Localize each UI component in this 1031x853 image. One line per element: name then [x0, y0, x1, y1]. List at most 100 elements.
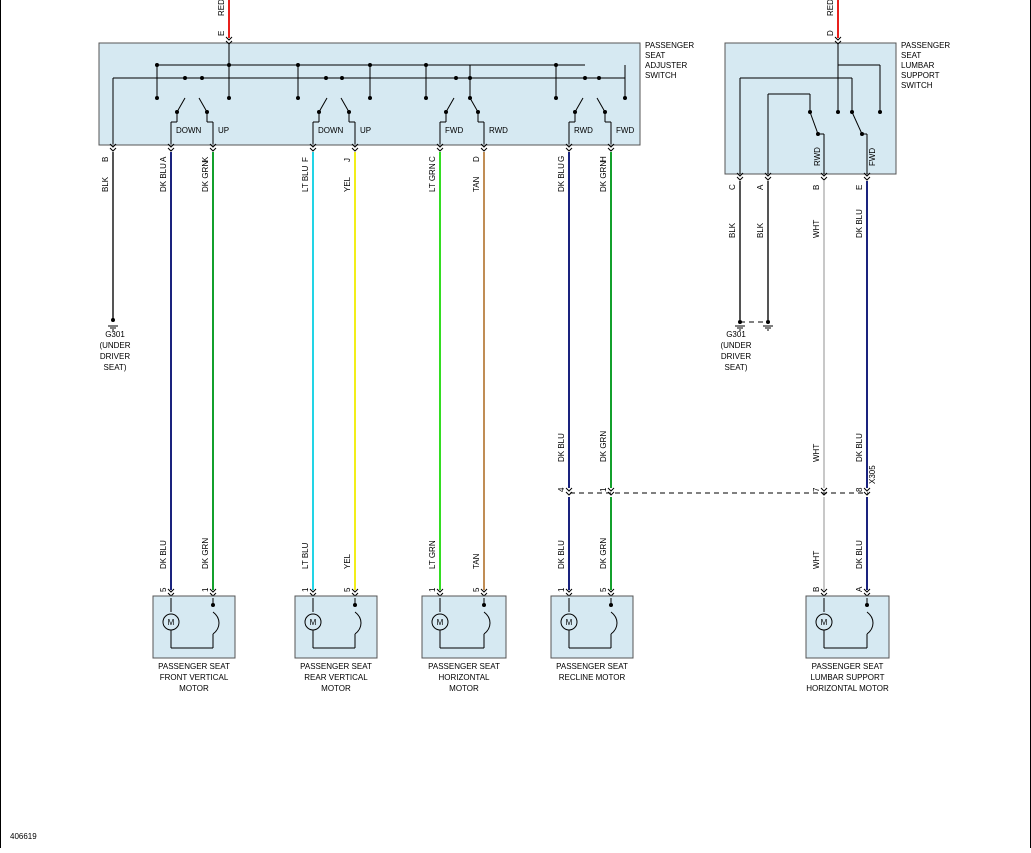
motor-3-breaker	[610, 611, 618, 635]
main-wire-color-label-6: TAN	[472, 176, 481, 192]
motor-1-color-1: YEL	[343, 553, 352, 569]
lumbar-pin-label-3: E	[855, 185, 864, 190]
sw3-contact-l	[554, 96, 558, 100]
sw0-contact-r	[227, 96, 231, 100]
top-wire-main-label: RED	[217, 0, 226, 16]
motor-1-pin-a-chev-a	[309, 588, 317, 593]
motor-1-pin-label-1: 5	[343, 587, 352, 592]
motor-2-pin-b-chev-a	[480, 588, 488, 593]
motor-0-name-line-2: MOTOR	[179, 684, 209, 693]
main-pin-7-chev-a	[565, 143, 573, 148]
top-pin-lumbar-label: D	[826, 30, 835, 36]
lumbar-pin-3-chev-a	[863, 172, 871, 177]
connector-color-above-3: DK BLU	[855, 433, 864, 462]
ground-1-line-1: G301	[105, 330, 125, 339]
connector-pin-3-chev-a	[863, 487, 871, 492]
main-pin-label-6: D	[472, 156, 481, 162]
ground-1-symbol	[108, 325, 118, 331]
motor-0-brk-dot	[211, 603, 215, 607]
motor-4-name-line-0: PASSENGER SEAT	[812, 662, 884, 671]
main-wire-color-label-1: DK BLU	[159, 163, 168, 192]
lumbar-contact-r	[878, 110, 882, 114]
motor-4-pin-a-chev-a	[820, 588, 828, 593]
diagram-id: 406619	[10, 832, 37, 841]
connector-pin-1-chev-a	[607, 487, 615, 492]
sw3-blade-a	[574, 97, 584, 113]
sw1-blade-a	[318, 97, 328, 113]
lumbar-pin-0-chev-b	[736, 176, 744, 181]
adjuster-title-2: SEAT	[645, 51, 665, 60]
lumbar-contact-label-0: RWD	[813, 147, 822, 166]
lumbar-pin-0-chev-a	[736, 172, 744, 177]
ground-2-line-3: DRIVER	[721, 352, 751, 361]
top-pin-lumbar-chev-a	[834, 36, 842, 41]
lumbar-wire-color-label-1: BLK	[756, 222, 765, 238]
top-pin-main-label: E	[217, 31, 226, 36]
motor-0-pin-b-chev-a	[209, 588, 217, 593]
main-wire-color-label-4: YEL	[343, 176, 352, 192]
lumbar-pin-1-chev-a	[764, 172, 772, 177]
motor-0-pin-a-chev-a	[167, 588, 175, 593]
ground-2-symbol-a	[735, 325, 745, 331]
main-pin-label-2: K	[201, 156, 210, 162]
switch-contact-label-1: UP	[218, 126, 229, 135]
main-pin-6-chev-a	[480, 143, 488, 148]
sw1-blade-b	[340, 97, 350, 113]
motor-2-brk-dot	[482, 603, 486, 607]
main-pin-label-1: A	[159, 156, 168, 162]
sw1-contact-l	[296, 96, 300, 100]
motor-4-breaker	[866, 611, 874, 635]
sw3-contact-r	[623, 96, 627, 100]
main-pin-5-chev-a	[436, 143, 444, 148]
main-pin-label-4: J	[343, 158, 352, 162]
motor-0-color-1: DK GRN	[201, 538, 210, 569]
ground-2-line-4: SEAT)	[725, 363, 748, 372]
sw3-blade-b	[596, 97, 606, 113]
lumbar-blade-b	[851, 111, 863, 135]
motor-0-name-line-0: PASSENGER SEAT	[158, 662, 230, 671]
motor-1-pin-b-chev-a	[351, 588, 359, 593]
lumbar-wire-color-label-2: WHT	[812, 220, 821, 238]
sw0-contact-l	[155, 96, 159, 100]
ground-1-line-3: DRIVER	[100, 352, 130, 361]
main-wire-color-label-2: DK GRN	[201, 161, 210, 192]
top-wire-lumbar-label: RED	[826, 0, 835, 16]
main-pin-label-3: F	[301, 157, 310, 162]
ground-1-point	[111, 318, 115, 322]
main-wire-color-label-8: DK GRN	[599, 161, 608, 192]
motor-3-pin-label-1: 5	[599, 587, 608, 592]
motor-1-name-line-2: MOTOR	[321, 684, 351, 693]
motor-3-brk-dot	[609, 603, 613, 607]
motor-3-pin-a-chev-a	[565, 588, 573, 593]
motor-0-breaker	[212, 611, 220, 635]
main-wire-color-label-3: LT BLU	[301, 165, 310, 192]
switch-contact-label-6: RWD	[574, 126, 593, 135]
main-pin-4-chev-b	[351, 147, 359, 152]
motor-4-name-line-2: HORIZONTAL MOTOR	[806, 684, 889, 693]
ground-junction-2	[324, 76, 328, 80]
motor-0-color-0: DK BLU	[159, 540, 168, 569]
motor-1-brk-dot	[353, 603, 357, 607]
main-pin-7-chev-b	[565, 147, 573, 152]
connector-color-below-0: DK BLU	[557, 540, 566, 569]
motor-1-color-0: LT BLU	[301, 542, 310, 569]
lumbar-contact-m	[836, 110, 840, 114]
lumbar-pin-label-2: B	[812, 185, 821, 190]
connector-pin-label-0: 4	[557, 487, 566, 492]
connector-color-below-3: DK BLU	[855, 540, 864, 569]
motor-0-pin-label-0: 5	[159, 587, 168, 592]
motor-2-pin-label-1: 5	[472, 587, 481, 592]
main-wire-color-label-5: LT GRN	[428, 163, 437, 192]
motor-4-pin-label-1: A	[855, 586, 864, 592]
sw1-contact-r	[368, 96, 372, 100]
ground-2-line-2: (UNDER	[720, 341, 751, 350]
lumbar-title-4: SUPPORT	[901, 71, 940, 80]
switch-contact-label-0: DOWN	[176, 126, 202, 135]
motor-3-symbol-letter: M	[566, 618, 573, 627]
ground-1-line-2: (UNDER	[99, 341, 130, 350]
motor-1-name-line-1: REAR VERTICAL	[304, 673, 368, 682]
motor-2-breaker	[483, 611, 491, 635]
lumbar-contact-label-1: FWD	[868, 148, 877, 166]
main-wire-color-label-0: BLK	[101, 176, 110, 192]
lumbar-title-2: SEAT	[901, 51, 921, 60]
